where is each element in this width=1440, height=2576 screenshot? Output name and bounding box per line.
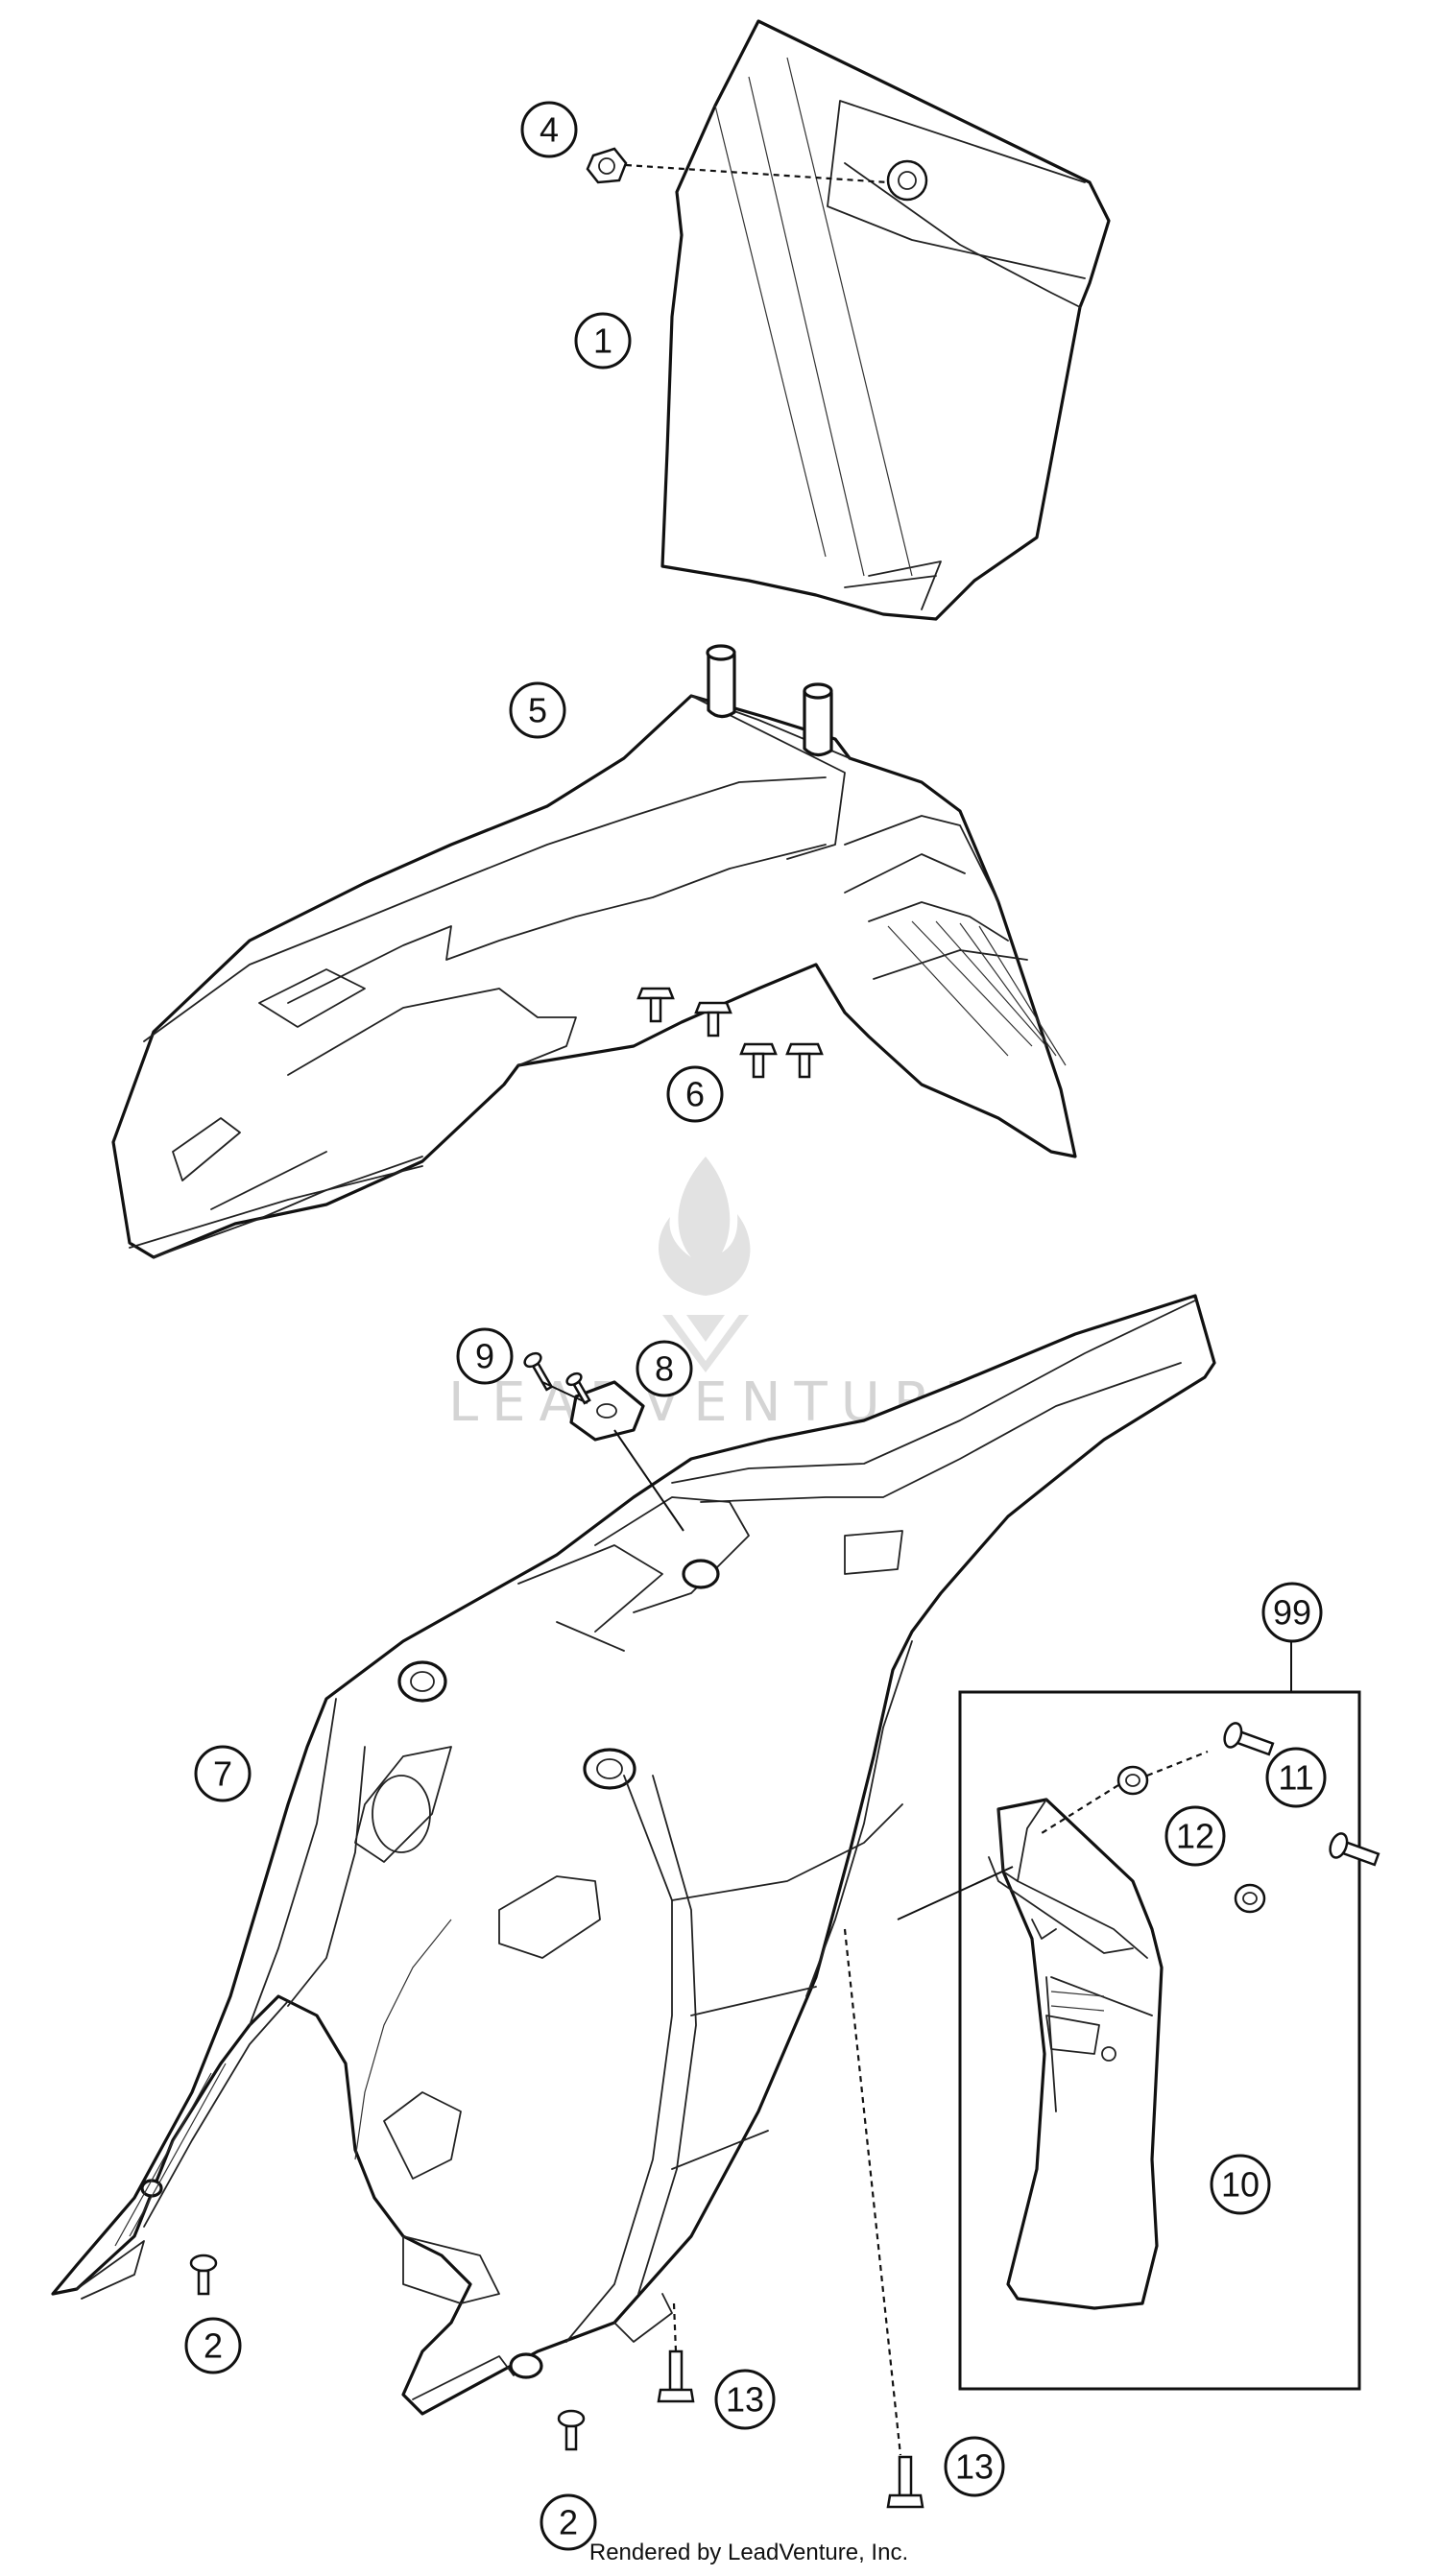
callout-11: 11: [1265, 1747, 1327, 1808]
callout-12: 12: [1164, 1805, 1226, 1867]
svg-text:5: 5: [528, 691, 547, 730]
part-headlight-mask: [660, 19, 1111, 621]
callout-7: 7: [194, 1745, 252, 1802]
part-clip-8: [569, 1380, 645, 1442]
svg-text:13: 13: [726, 2380, 764, 2420]
part-screws-2: [189, 2254, 586, 2451]
svg-text:7: 7: [213, 1754, 232, 1794]
svg-text:13: 13: [955, 2447, 994, 2487]
callout-8: 8: [636, 1340, 693, 1397]
callout-2-bottom: 2: [540, 2493, 597, 2551]
svg-text:2: 2: [559, 2503, 578, 2542]
callout-13-lower: 13: [944, 2436, 1005, 2497]
svg-text:10: 10: [1221, 2165, 1260, 2205]
part-screw-4: [586, 147, 889, 184]
kit-box-99: [958, 1641, 1361, 2391]
callout-10: 10: [1210, 2154, 1271, 2215]
callout-99: 99: [1261, 1582, 1323, 1643]
callout-1: 1: [574, 312, 632, 370]
part-screws-6: [636, 987, 824, 1079]
leadventure-watermark: LEADVENTURE: [448, 1157, 978, 1434]
part-bolts-11: [1223, 1722, 1380, 1867]
callout-5: 5: [509, 681, 566, 739]
v-logo-icon: [662, 1315, 749, 1372]
svg-text:9: 9: [475, 1337, 494, 1376]
svg-text:6: 6: [685, 1075, 705, 1114]
callout-13-upper: 13: [714, 2369, 776, 2430]
part-washers-12: [897, 1750, 1266, 1920]
callout-4: 4: [520, 101, 578, 158]
svg-text:99: 99: [1273, 1593, 1311, 1633]
svg-text:11: 11: [1278, 1758, 1313, 1798]
part-front-fender: [111, 644, 1077, 1259]
svg-text:1: 1: [593, 322, 612, 361]
svg-text:8: 8: [655, 1349, 674, 1389]
svg-text:4: 4: [540, 110, 559, 150]
part-mudflap-10: [988, 1798, 1164, 2310]
svg-text:12: 12: [1176, 1817, 1214, 1856]
callout-9: 9: [456, 1327, 514, 1385]
flame-logo-icon: [658, 1157, 751, 1296]
footer-credit: Rendered by LeadVenture, Inc.: [589, 2540, 908, 2565]
part-rear-fender: [51, 1294, 1216, 2416]
part-screws-9: [523, 1351, 684, 1532]
callouts: 4 1 5 6 9 8 99 7: [184, 101, 1327, 2551]
callout-2-left: 2: [184, 2317, 242, 2374]
callout-6: 6: [666, 1065, 724, 1123]
part-bolts-13: [657, 1928, 924, 2509]
svg-text:2: 2: [204, 2326, 223, 2366]
